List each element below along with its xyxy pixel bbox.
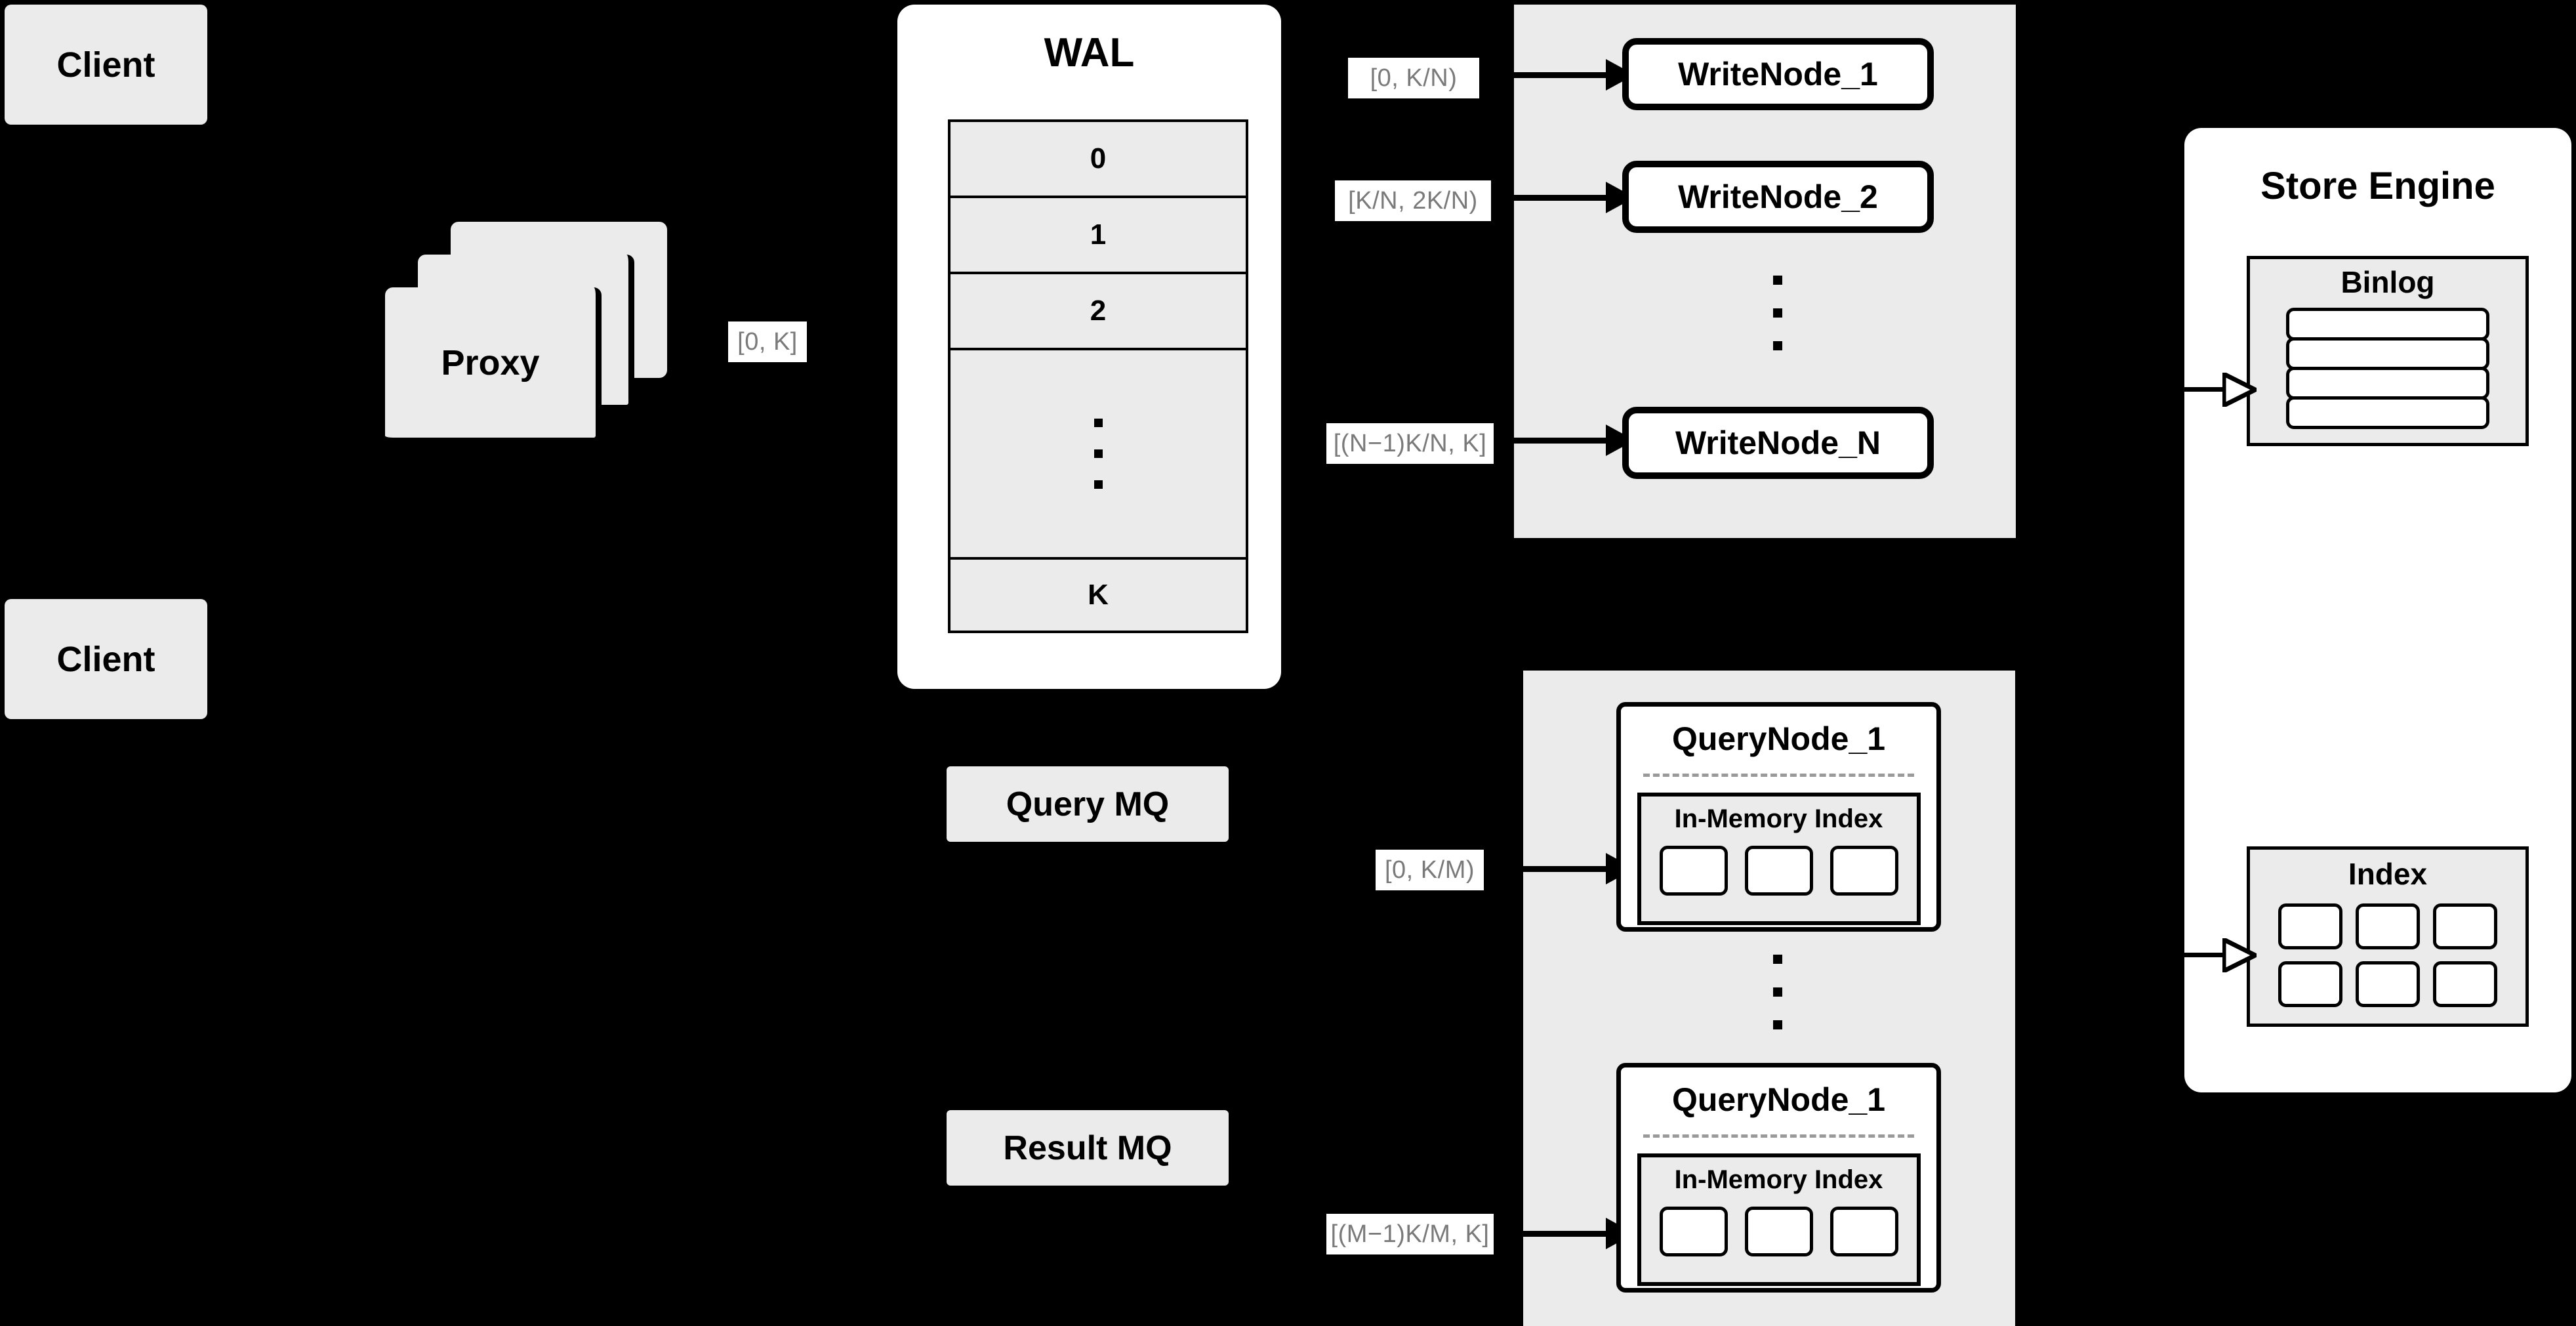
query-node-2-range-label: [(M−1)K/M, K] — [1326, 1214, 1494, 1254]
index-chip — [1659, 846, 1728, 896]
store-engine-panel: Store Engine Binlog Index — [2184, 128, 2571, 1092]
index-cell — [2433, 961, 2497, 1007]
wal-row: 1 — [951, 198, 1246, 275]
index-cell — [2433, 903, 2497, 949]
binlog-bar — [2286, 337, 2489, 370]
in-memory-index-box: In-Memory Index — [1637, 793, 1921, 925]
wal-row-last: K — [1088, 578, 1109, 611]
query-node-1-arrow-line — [1509, 866, 1607, 872]
wal-row-ellipsis — [951, 350, 1246, 560]
client-label: Client — [56, 639, 155, 679]
write-node-1-range-label: [0, K/N) — [1348, 58, 1479, 98]
index-chip — [1744, 1207, 1813, 1256]
index-cell-grid — [2278, 903, 2497, 1007]
binlog-box: Binlog — [2247, 256, 2529, 446]
binlog-title: Binlog — [2341, 265, 2435, 299]
ellipsis-dot — [1773, 341, 1782, 350]
ellipsis-dot — [1094, 419, 1103, 428]
index-arrow-line — [2184, 953, 2225, 957]
wal-panel: WAL 0 1 2 K — [897, 5, 1281, 689]
result-mq-box: Result MQ — [947, 1110, 1229, 1186]
ellipsis-dot — [1773, 955, 1782, 964]
write-node-1-arrow-line — [1509, 72, 1607, 78]
proxy-label: Proxy — [441, 342, 540, 383]
write-node-2: WriteNode_2 — [1622, 161, 1934, 233]
index-chip-row — [1659, 1207, 1898, 1256]
index-cell — [2278, 961, 2342, 1007]
index-cell — [2278, 903, 2342, 949]
ellipsis-dot — [1094, 480, 1103, 489]
index-chip — [1830, 846, 1898, 896]
ellipsis-dot — [1773, 308, 1782, 318]
query-mq-box: Query MQ — [947, 766, 1229, 842]
write-node-n: WriteNode_N — [1622, 407, 1934, 479]
index-chip-row — [1659, 846, 1898, 896]
binlog-arrow-head-open — [2222, 373, 2257, 407]
query-node-divider — [1643, 1134, 1915, 1138]
query-node-ellipsis — [1773, 955, 1782, 1029]
write-node-1: WriteNode_1 — [1622, 38, 1934, 110]
index-box: Index — [2247, 846, 2529, 1027]
store-engine-title: Store Engine — [2260, 165, 2495, 207]
query-node-title: QueryNode_1 — [1671, 1081, 1886, 1118]
query-node-1-range-label: [0, K/M) — [1376, 850, 1484, 890]
wal-table: 0 1 2 K — [948, 119, 1248, 633]
index-chip — [1659, 1207, 1728, 1256]
wal-row: 2 — [951, 274, 1246, 351]
binlog-bar — [2286, 396, 2489, 429]
write-node-ellipsis — [1773, 276, 1782, 350]
query-node-divider — [1643, 774, 1915, 777]
binlog-bar — [2286, 367, 2489, 400]
client-box-2: Client — [5, 599, 207, 719]
ellipsis-dot — [1773, 1020, 1782, 1029]
proxy-box: Proxy — [385, 287, 602, 444]
in-memory-index-title: In-Memory Index — [1674, 804, 1883, 833]
binlog-bar — [2286, 308, 2489, 341]
ellipsis-dot — [1773, 276, 1782, 285]
client-label: Client — [56, 45, 155, 85]
index-chip — [1830, 1207, 1898, 1256]
write-node-n-arrow-line — [1509, 438, 1607, 444]
ellipsis-dot — [1094, 449, 1103, 459]
query-node-1: QueryNode_1 In-Memory Index — [1616, 702, 1941, 932]
index-cell — [2356, 961, 2420, 1007]
in-memory-index-title: In-Memory Index — [1674, 1165, 1883, 1194]
proxy-range-label: [0, K] — [728, 321, 807, 362]
client-box-1: Client — [5, 5, 207, 125]
index-chip — [1744, 846, 1813, 896]
query-node-2-arrow-line — [1509, 1231, 1607, 1237]
write-node-2-arrow-line — [1509, 195, 1607, 201]
query-node-2: QueryNode_1 In-Memory Index — [1616, 1063, 1941, 1293]
query-node-title: QueryNode_1 — [1671, 720, 1886, 757]
write-node-n-range-label: [(N−1)K/N, K] — [1326, 423, 1494, 464]
wal-row: 0 — [951, 122, 1246, 199]
binlog-bar-stack — [2286, 308, 2489, 429]
in-memory-index-box: In-Memory Index — [1637, 1153, 1921, 1286]
ellipsis-dot — [1773, 987, 1782, 997]
write-node-2-range-label: [K/N, 2K/N) — [1335, 180, 1491, 221]
index-arrow-head-open — [2222, 938, 2257, 972]
wal-title: WAL — [1044, 30, 1135, 75]
binlog-arrow-line — [2184, 387, 2225, 392]
index-title: Index — [2348, 857, 2428, 891]
index-cell — [2356, 903, 2420, 949]
